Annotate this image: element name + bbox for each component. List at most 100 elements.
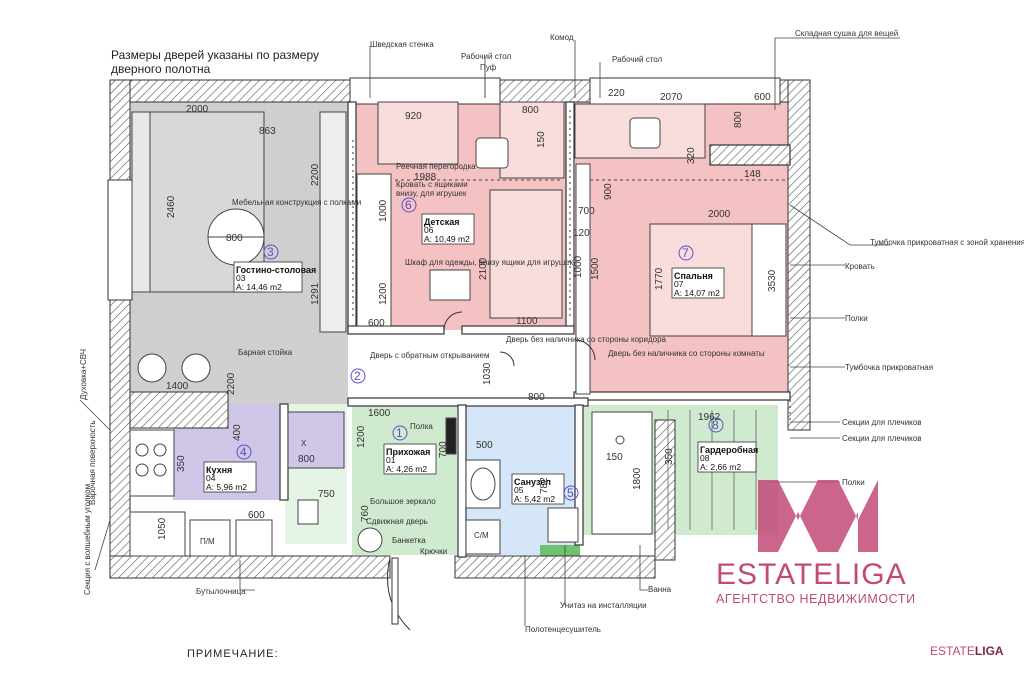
label-dresser: Комод <box>550 33 574 42</box>
dim-40: 1962 <box>698 412 721 423</box>
dim-12: 1000 <box>378 199 389 222</box>
dim-8: 920 <box>405 111 422 122</box>
brand-tagline: АГЕНТСТВО НЕДВИЖИМОСТИ <box>716 592 916 606</box>
label-door-nocasing-2: Дверь без наличника со стороны комнаты <box>608 349 765 358</box>
dim-22: 2000 <box>708 209 731 220</box>
dim-9: 800 <box>522 105 539 116</box>
label-corner: Секция с волшебным уголком <box>83 484 92 595</box>
dim-1: 863 <box>259 126 276 137</box>
room-hall-label: Прихожая 01 A: 4,26 m2 <box>383 443 437 475</box>
dim-38: 800 <box>528 392 545 403</box>
dim-33: 350 <box>176 455 187 472</box>
label-shelf: Полка <box>410 422 433 431</box>
dim-32: 400 <box>232 424 243 441</box>
dim-10: 150 <box>536 131 547 148</box>
room-num-bath: 5 <box>567 486 574 500</box>
dim-6: 1400 <box>166 381 189 392</box>
dim-43: 350 <box>664 448 675 465</box>
label-shelves: Полки <box>845 314 868 323</box>
room-kitchen-name: Кухня <box>206 465 232 475</box>
room-num-hall: 1 <box>396 426 403 440</box>
label-bed-kids: Кровать с ящиками <box>396 180 468 189</box>
label-washer: С/М <box>474 531 489 540</box>
header-line-2: дверного полотна <box>111 62 211 76</box>
dim-2: 2460 <box>166 195 177 218</box>
dim-0: 2000 <box>186 104 209 115</box>
dim-37: 1030 <box>482 362 493 385</box>
label-desk-1: Рабочий стол <box>461 52 512 61</box>
label-wardrobe-kids: Шкаф для одежды, внизу ящики для игрушек <box>405 258 574 267</box>
wall-bottom-right <box>454 555 656 579</box>
dim-4: 2200 <box>310 163 321 186</box>
label-hangers-2: Секции для плечиков <box>842 434 921 443</box>
label-hooks: Крючки <box>420 547 447 556</box>
kitchen-furniture <box>129 411 345 557</box>
dim-18: 600 <box>754 92 771 103</box>
room-children-label: Детская 06 A: 10,49 m2 <box>421 213 475 245</box>
label-bar: Барная стойка <box>238 348 293 357</box>
dim-31: 1600 <box>368 408 391 419</box>
room-number-markers <box>236 197 724 501</box>
room-bedroom-area: A: 14,07 m2 <box>674 288 720 298</box>
wall-bottom-left <box>109 555 391 579</box>
dim-3: 800 <box>226 233 243 244</box>
dim-36: 1200 <box>356 425 367 448</box>
window-left <box>107 179 133 301</box>
label-shelves-2: Полки <box>842 478 865 487</box>
label-bench: Банкетка <box>392 536 426 545</box>
dim-20: 220 <box>608 88 625 99</box>
dim-45: 750 <box>318 489 335 500</box>
dim-26: 900 <box>603 183 614 200</box>
dim-11: 1988 <box>414 172 437 183</box>
room-bath-label: Санузел 05 A: 5,42 m2 <box>511 473 565 505</box>
brand-watermark: ESTATELIGA <box>930 644 1004 658</box>
room-bath-area: A: 5,42 m2 <box>514 494 555 504</box>
dim-30: 1000 <box>573 255 584 278</box>
label-hangers-1: Секции для плечиков <box>842 418 921 427</box>
label-cross: X <box>301 439 307 448</box>
room-num-living: 3 <box>267 245 274 259</box>
dim-42: 1800 <box>632 467 643 490</box>
label-bottle: Бутылочница <box>196 587 246 596</box>
room-living-code: 03 <box>236 273 246 283</box>
label-bed: Кровать <box>845 262 875 271</box>
dim-39: 500 <box>476 440 493 451</box>
dim-48: 1050 <box>157 517 168 540</box>
room-num-wardrobe: 8 <box>712 418 719 432</box>
label-nightstand: Тумбочка прикроватная <box>845 363 933 372</box>
dim-34: 800 <box>298 454 315 465</box>
doors <box>387 311 596 631</box>
label-rack: Реечная перегородка <box>396 162 476 171</box>
dim-16: 1100 <box>516 316 538 327</box>
brand-name: ESTATELIGA <box>716 558 907 591</box>
dimension-labels: 2000 863 2460 800 2200 1291 1400 2200 92… <box>157 88 778 540</box>
label-dishwasher: П/М <box>200 537 215 546</box>
label-door-nocasing-1: Дверь без наличника со стороны коридора <box>506 335 667 344</box>
room-bedroom-code: 07 <box>674 279 684 289</box>
room-hall-name: Прихожая <box>386 447 430 457</box>
page-header: Размеры дверей указаны по размеру дверно… <box>111 48 331 76</box>
room-children-code: 06 <box>424 225 434 235</box>
label-towel: Полотенцесушитель <box>525 625 601 634</box>
dim-24: 3530 <box>767 269 778 292</box>
room-kitchen-area: A: 5,96 m2 <box>206 482 247 492</box>
label-toilet: Унитаз на инсталляции <box>560 601 647 610</box>
dim-27: 120 <box>573 228 590 239</box>
dim-41: 150 <box>606 452 623 463</box>
dim-7: 2200 <box>226 372 237 395</box>
watermark-part-b: LIGA <box>974 644 1004 658</box>
room-wardrobe-name: Гардеробная <box>700 445 758 455</box>
dim-17: 700 <box>578 206 595 217</box>
dim-13: 1200 <box>378 282 389 305</box>
label-bed-kids-2: внизу, для игрушек <box>396 189 467 198</box>
label-oven: Духовка+СВЧ <box>79 349 88 400</box>
dim-5: 1291 <box>310 282 321 305</box>
dim-35: 700 <box>438 441 449 458</box>
wall-right-low <box>654 419 676 561</box>
dim-47: 782 <box>539 477 550 494</box>
room-children-name: Детская <box>424 217 459 227</box>
room-bath-name: Санузел <box>514 477 551 487</box>
dim-44: 600 <box>248 510 265 521</box>
dim-23: 1770 <box>654 267 665 290</box>
inner-walls <box>279 101 791 558</box>
